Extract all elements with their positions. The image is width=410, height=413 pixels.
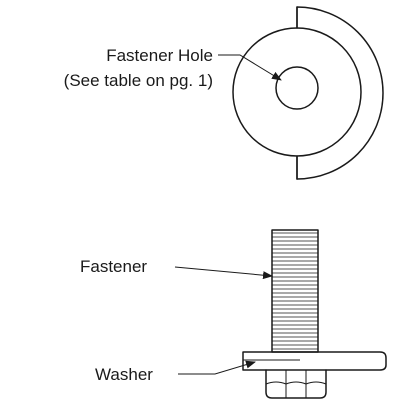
washer-outer-rim [296,6,384,180]
fastener-leader [174,266,273,280]
fastener-label: Fastener [80,257,147,276]
fastener-hole [275,66,319,110]
nut-chamfer [265,381,327,385]
washer-label: Washer [95,365,153,384]
fastener-shank [271,229,319,353]
top-view: Fastener Hole (See table on pg. 1) [64,6,384,180]
washer-top-body [232,27,362,157]
washer-leader [178,360,256,375]
fastener-hole-note: (See table on pg. 1) [64,71,213,90]
fastener-nut [265,369,327,399]
washer-plate [242,351,387,371]
fastener-hole-label: Fastener Hole [106,46,213,65]
fastener-hole-leader [218,54,282,81]
fastener-threads [272,232,318,350]
side-view: Fastener Washer [80,229,387,399]
